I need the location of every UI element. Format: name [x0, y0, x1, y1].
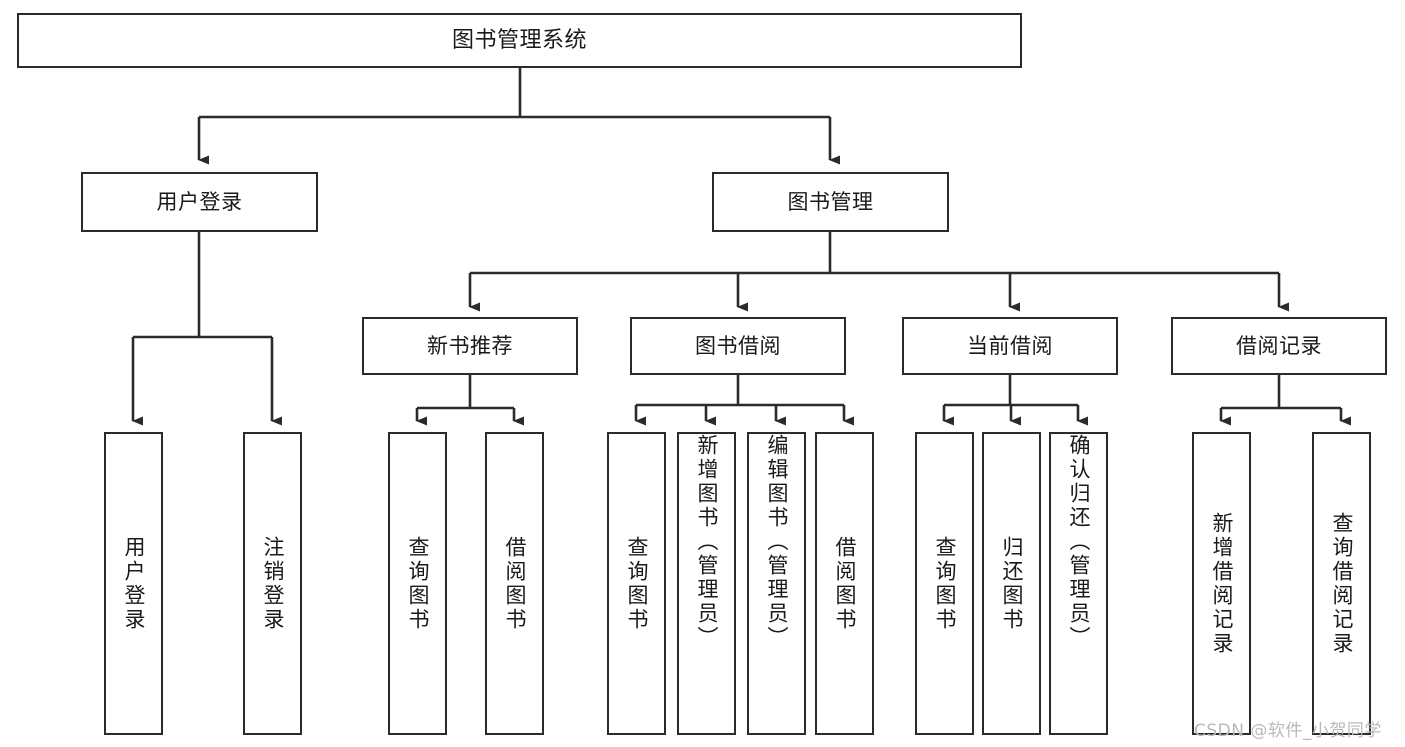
node-label: 当前借阅 — [967, 333, 1053, 358]
node-label: 查询图书 — [406, 535, 430, 632]
node-label: 图书管理 — [787, 189, 874, 214]
leaf-current-borrow-query[interactable]: 查询图书 — [915, 432, 974, 735]
node-borrow-record[interactable]: 借阅记录 — [1171, 317, 1387, 375]
node-label: 借阅图书 — [503, 535, 527, 632]
node-label: 借阅记录 — [1236, 333, 1322, 358]
node-label: 新书推荐 — [427, 333, 513, 358]
node-label: 确认归还（管理员） — [1067, 434, 1091, 650]
node-label: 用户登录 — [122, 535, 146, 632]
node-label: 注销登录 — [261, 535, 285, 632]
node-label: 查询图书 — [933, 535, 957, 632]
node-label: 图书管理系统 — [451, 27, 587, 53]
leaf-book-borrow-borrow[interactable]: 借阅图书 — [815, 432, 874, 735]
leaf-current-borrow-confirm-return[interactable]: 确认归还（管理员） — [1049, 432, 1108, 735]
leaf-current-borrow-return[interactable]: 归还图书 — [982, 432, 1041, 735]
node-root-system[interactable]: 图书管理系统 — [17, 13, 1022, 68]
leaf-new-book-query[interactable]: 查询图书 — [388, 432, 447, 735]
leaf-borrow-record-add[interactable]: 新增借阅记录 — [1192, 432, 1251, 735]
node-book-borrow[interactable]: 图书借阅 — [630, 317, 846, 375]
node-current-borrow[interactable]: 当前借阅 — [902, 317, 1118, 375]
node-label: 新增图书（管理员） — [695, 434, 719, 650]
node-label: 新增借阅记录 — [1210, 511, 1234, 656]
node-label: 图书借阅 — [695, 333, 781, 358]
leaf-user-login-login[interactable]: 用户登录 — [104, 432, 163, 735]
node-label: 借阅图书 — [833, 535, 857, 632]
csdn-watermark: CSDN @软件_小贺同学 — [1194, 721, 1382, 741]
leaf-new-book-borrow[interactable]: 借阅图书 — [485, 432, 544, 735]
node-book-management[interactable]: 图书管理 — [712, 172, 949, 232]
leaf-book-borrow-query[interactable]: 查询图书 — [607, 432, 666, 735]
node-label: 归还图书 — [1000, 535, 1024, 632]
leaf-user-login-logout[interactable]: 注销登录 — [243, 432, 302, 735]
node-label: 编辑图书（管理员） — [765, 434, 789, 650]
node-label: 查询图书 — [625, 535, 649, 632]
node-label: 用户登录 — [156, 189, 243, 214]
leaf-book-borrow-add[interactable]: 新增图书（管理员） — [677, 432, 736, 735]
node-label: 查询借阅记录 — [1330, 511, 1354, 656]
node-user-login[interactable]: 用户登录 — [81, 172, 318, 232]
leaf-book-borrow-edit[interactable]: 编辑图书（管理员） — [747, 432, 806, 735]
node-new-book-recommend[interactable]: 新书推荐 — [362, 317, 578, 375]
leaf-borrow-record-query[interactable]: 查询借阅记录 — [1312, 432, 1371, 735]
